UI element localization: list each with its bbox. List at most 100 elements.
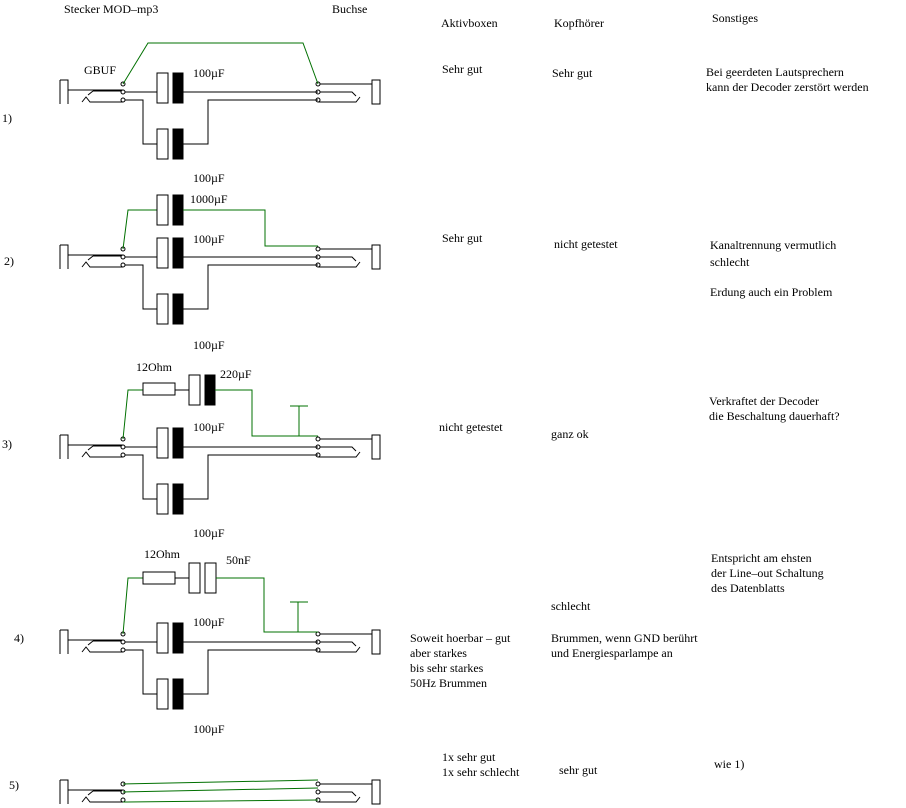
jack-contact	[315, 436, 321, 442]
ground-wire	[216, 577, 318, 633]
other-note: Kanaltrennung vermutlich schlecht	[710, 238, 837, 269]
ground-wire	[122, 787, 319, 793]
wire	[183, 649, 318, 695]
ground-wire	[122, 577, 143, 635]
label-capacitor: 100µF	[193, 66, 225, 80]
label-capacitor: 100µF	[193, 722, 225, 736]
label-capacitor: 220µF	[220, 367, 252, 381]
wire	[183, 454, 318, 500]
label-resistor: 12Ohm	[136, 360, 172, 374]
capacitor-symbol	[188, 562, 201, 594]
ground-wire	[122, 799, 319, 803]
label-capacitor: 100µF	[193, 526, 225, 540]
plug-symbol	[59, 244, 69, 269]
label-capacitor: 100µF	[193, 615, 225, 629]
capacitor-symbol	[172, 237, 184, 269]
wire	[183, 264, 318, 310]
header-active-speakers: Aktivboxen	[441, 16, 498, 30]
capacitor-symbol	[172, 128, 184, 160]
active-speakers-result: Sehr gut	[442, 231, 483, 245]
ground-wire	[122, 42, 319, 85]
other-note-2: Erdung auch ein Problem	[710, 285, 833, 299]
ground-wire	[122, 779, 319, 785]
row-number: 2)	[4, 254, 14, 268]
wire	[87, 90, 94, 96]
capacitor-symbol	[172, 194, 184, 226]
capacitor-symbol	[156, 427, 169, 459]
wire	[318, 451, 361, 458]
header-other: Sonstiges	[712, 11, 759, 25]
jack-contact	[120, 647, 126, 653]
wire	[125, 99, 157, 145]
ground-wire	[122, 209, 157, 250]
active-speakers-result: 1x sehr gut 1x sehr schlecht	[442, 750, 520, 779]
capacitor-symbol	[156, 194, 169, 226]
label-capacitor: 100µF	[193, 420, 225, 434]
capacitor-symbol	[172, 293, 184, 325]
capacitor-symbol	[204, 374, 216, 406]
socket-symbol	[371, 434, 381, 460]
jack-contact	[315, 631, 321, 637]
jack-contact	[120, 89, 126, 95]
row-number: 4)	[14, 631, 24, 645]
wire	[81, 796, 123, 803]
wire	[318, 791, 357, 797]
wire	[81, 451, 123, 458]
headphones-result-short: schlecht	[551, 599, 591, 613]
capacitor-symbol	[188, 374, 201, 406]
label-resistor: 12Ohm	[144, 547, 180, 561]
jack-contact	[120, 452, 126, 458]
socket-symbol	[371, 244, 381, 270]
wire	[318, 646, 361, 653]
wire	[81, 96, 123, 103]
ground-wire	[183, 209, 318, 247]
capacitor-symbol	[172, 678, 184, 710]
capacitor-symbol	[172, 427, 184, 459]
wire	[318, 641, 357, 647]
capacitor-symbol	[156, 72, 169, 104]
wire	[125, 649, 157, 695]
socket-symbol	[371, 779, 381, 805]
row-number: 1)	[2, 111, 12, 125]
wire	[81, 261, 123, 268]
jack-contact	[120, 254, 126, 260]
label-capacitor: 100µF	[193, 338, 225, 352]
plug-symbol	[59, 79, 69, 104]
plug-symbol	[59, 434, 69, 459]
row-number: 3)	[2, 437, 12, 451]
jack-contact	[315, 789, 321, 795]
socket-symbol	[371, 79, 381, 105]
capacitor-symbol	[156, 293, 169, 325]
wire	[318, 446, 357, 452]
capacitor-symbol	[156, 128, 169, 160]
capacitor-symbol	[204, 562, 217, 594]
capacitor-symbol	[156, 622, 169, 654]
label-gbuf: GBUF	[84, 63, 117, 77]
other-note: wie 1)	[714, 757, 745, 771]
header-headphones: Kopfhörer	[554, 16, 604, 30]
header-socket: Buchse	[332, 2, 368, 16]
socket-symbol	[371, 629, 381, 655]
capacitor-symbol	[172, 72, 184, 104]
wire	[125, 454, 157, 500]
capacitor-symbol	[156, 483, 169, 515]
capacitor-symbol	[156, 678, 169, 710]
wire	[318, 261, 361, 268]
ground-wire	[215, 389, 318, 437]
wire	[318, 256, 357, 262]
other-note: Verkraftet der Decoder die Beschaltung d…	[709, 394, 840, 423]
plug-symbol	[59, 629, 69, 654]
jack-contact	[120, 797, 126, 803]
active-speakers-result: Soweit hoerbar – gut aber starkes bis se…	[410, 631, 511, 690]
jack-contact	[315, 781, 321, 787]
label-capacitor: 100µF	[193, 171, 225, 185]
label-capacitor: 50nF	[226, 553, 251, 567]
wire	[318, 91, 357, 97]
headphones-result: sehr gut	[559, 763, 598, 777]
jack-contact	[120, 444, 126, 450]
headphones-result: Sehr gut	[552, 66, 593, 80]
wire	[81, 646, 123, 653]
resistor-symbol	[142, 571, 176, 585]
wire	[183, 99, 318, 145]
headphones-result: ganz ok	[551, 427, 589, 441]
